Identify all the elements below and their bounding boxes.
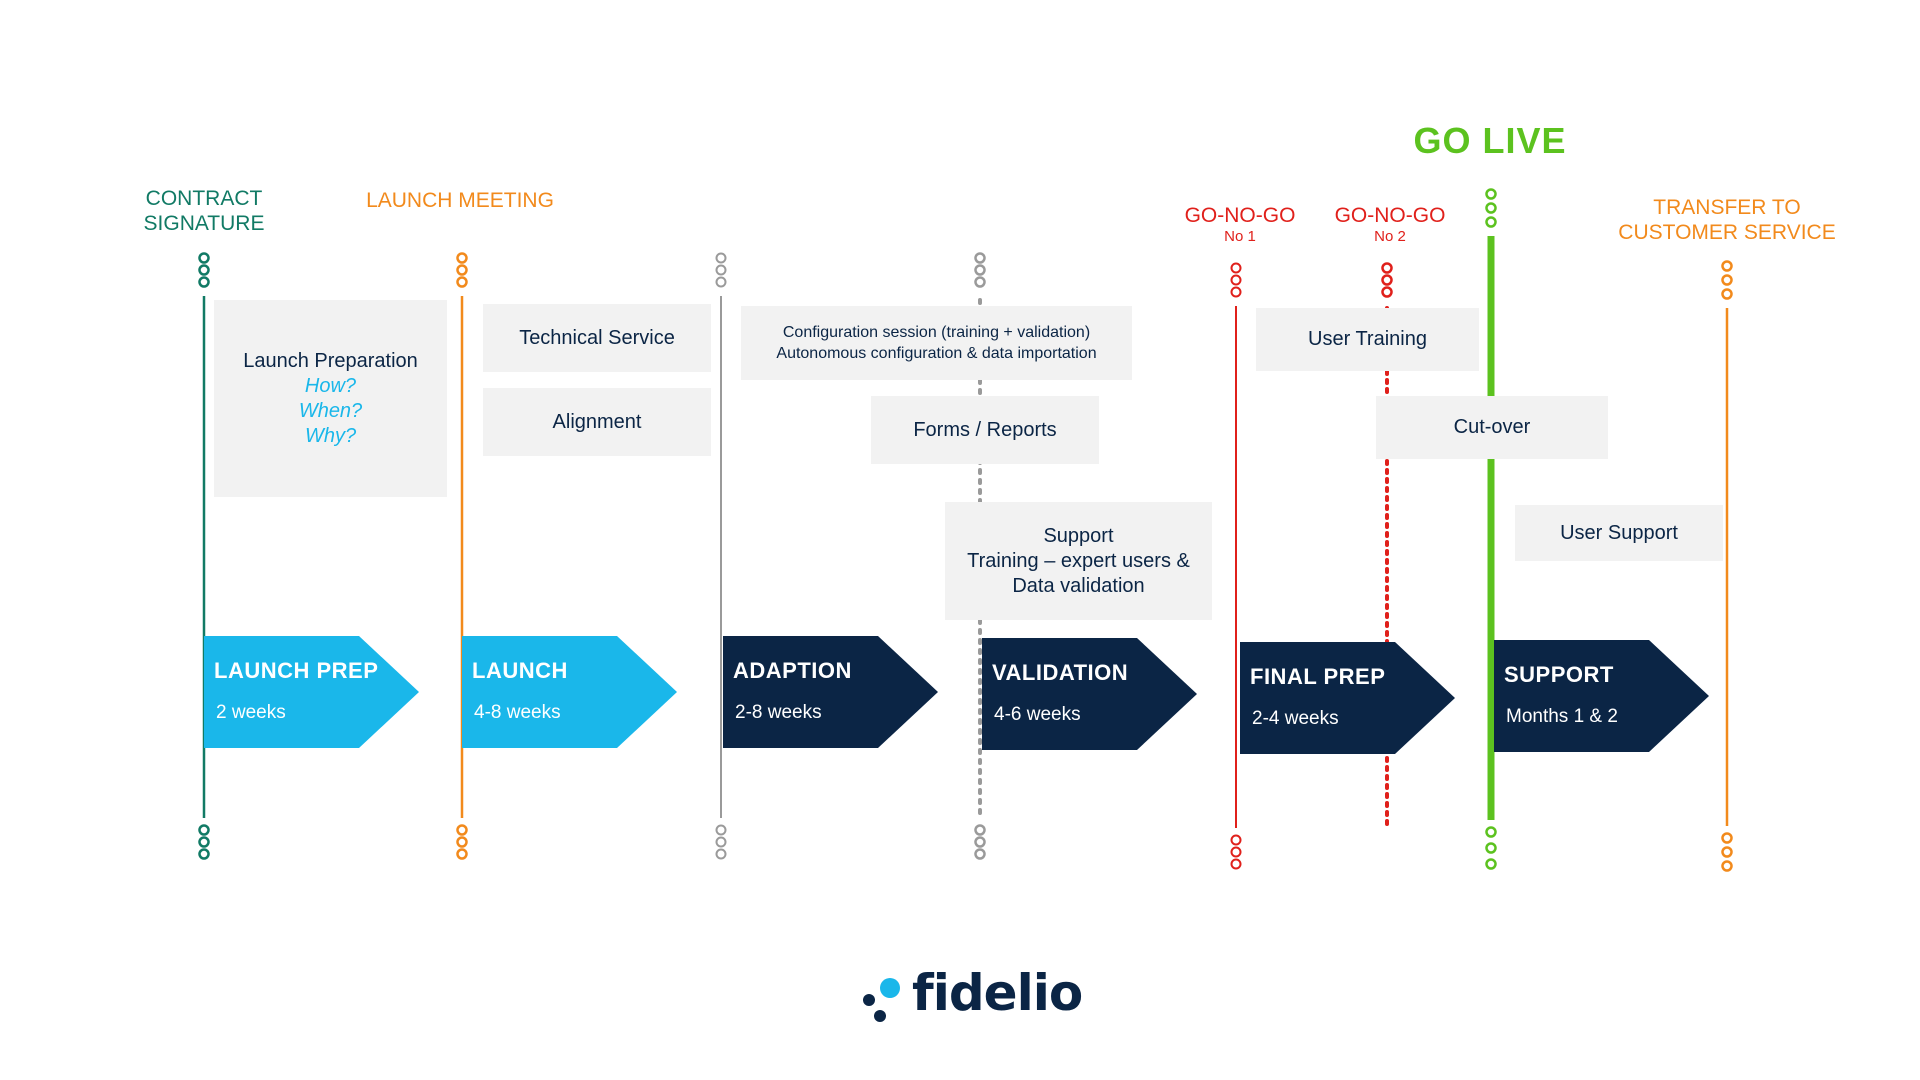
question-why: Why? xyxy=(304,424,357,447)
adaption-line xyxy=(715,252,727,860)
support-training-line2: Training – expert users & xyxy=(967,549,1190,572)
contract-signature-line xyxy=(198,252,210,860)
launch-preparation-box: Launch Preparation How? When? Why? xyxy=(214,300,447,497)
technical-service-box: Technical Service xyxy=(483,304,711,372)
support-training-box: Support Training – expert users & Data v… xyxy=(945,502,1212,620)
contract-label-line2: SIGNATURE xyxy=(143,212,265,235)
phase-adaption: ADAPTION 2-8 weeks xyxy=(723,636,938,748)
contract-label-line1: CONTRACT xyxy=(145,187,263,210)
phase-title: SUPPORT xyxy=(1504,662,1614,687)
phase-validation: VALIDATION 4-6 weeks xyxy=(982,638,1197,750)
go-no-go-1-title: GO-NO-GO xyxy=(1184,204,1296,227)
logo-dots-icon xyxy=(863,978,900,1022)
phase-title: ADAPTION xyxy=(733,658,852,683)
go-no-go-2-sub: No 2 xyxy=(1374,228,1406,245)
go-live-line xyxy=(1485,188,1497,870)
user-support-box: User Support xyxy=(1515,505,1723,561)
logo-wordmark: fidelio xyxy=(912,964,1083,1022)
phase-title: VALIDATION xyxy=(992,660,1129,685)
go-no-go-1-sub: No 1 xyxy=(1224,228,1256,245)
transfer-line xyxy=(1721,260,1733,872)
phase-duration: 4-8 weeks xyxy=(474,702,561,723)
phase-duration: Months 1 & 2 xyxy=(1506,706,1618,727)
phase-final-prep: FINAL PREP 2-4 weeks xyxy=(1240,642,1455,754)
go-no-go-2-title: GO-NO-GO xyxy=(1334,204,1446,227)
launch-meeting-label: LAUNCH MEETING xyxy=(366,189,554,212)
phase-duration: 2-8 weeks xyxy=(735,702,822,723)
go-no-go-2-label: GO-NO-GO No 2 xyxy=(1310,203,1470,246)
go-no-go-1-line xyxy=(1230,262,1242,870)
launch-meeting-line xyxy=(456,252,468,860)
phase-launch-prep-arrow xyxy=(204,636,419,748)
transfer-label: TRANSFER TO CUSTOMER SERVICE xyxy=(1597,195,1857,245)
transfer-label-line2: CUSTOMER SERVICE xyxy=(1618,221,1836,244)
phase-adaption-arrow xyxy=(723,636,938,748)
question-how: How? xyxy=(304,374,357,397)
phase-support-arrow xyxy=(1494,640,1709,752)
configuration-line2: Autonomous configuration & data importat… xyxy=(776,345,1097,362)
user-training-box: User Training xyxy=(1256,308,1479,371)
alignment-box: Alignment xyxy=(483,388,711,456)
configuration-box: Configuration session (training + valida… xyxy=(741,306,1132,380)
phase-title: LAUNCH xyxy=(472,658,568,683)
phase-final-prep-arrow xyxy=(1240,642,1455,754)
configuration-line1: Configuration session (training + valida… xyxy=(782,324,1091,341)
question-when: When? xyxy=(298,399,363,422)
go-no-go-1-label: GO-NO-GO No 1 xyxy=(1160,203,1320,246)
phase-launch-arrow xyxy=(462,636,677,748)
phase-duration: 4-6 weeks xyxy=(994,704,1081,725)
phase-duration: 2 weeks xyxy=(216,702,286,723)
phase-validation-arrow xyxy=(982,638,1197,750)
support-training-line1: Support xyxy=(1043,524,1114,547)
phase-support: SUPPORT Months 1 & 2 xyxy=(1494,640,1709,752)
forms-reports-box: Forms / Reports xyxy=(871,396,1099,464)
contract-signature-label: CONTRACT SIGNATURE xyxy=(104,186,304,236)
cut-over-box: Cut-over xyxy=(1376,396,1608,459)
launch-preparation-title: Launch Preparation xyxy=(243,349,418,372)
transfer-label-line1: TRANSFER TO xyxy=(1653,196,1801,219)
go-live-label: GO LIVE xyxy=(1413,120,1567,161)
phase-launch-prep: LAUNCH PREP 2 weeks xyxy=(204,636,419,748)
support-training-line3: Data validation xyxy=(1012,574,1145,597)
phase-duration: 2-4 weeks xyxy=(1252,708,1339,729)
phase-title: FINAL PREP xyxy=(1250,664,1386,689)
phase-title: LAUNCH PREP xyxy=(214,658,379,683)
phase-launch: LAUNCH 4-8 weeks xyxy=(462,636,677,748)
